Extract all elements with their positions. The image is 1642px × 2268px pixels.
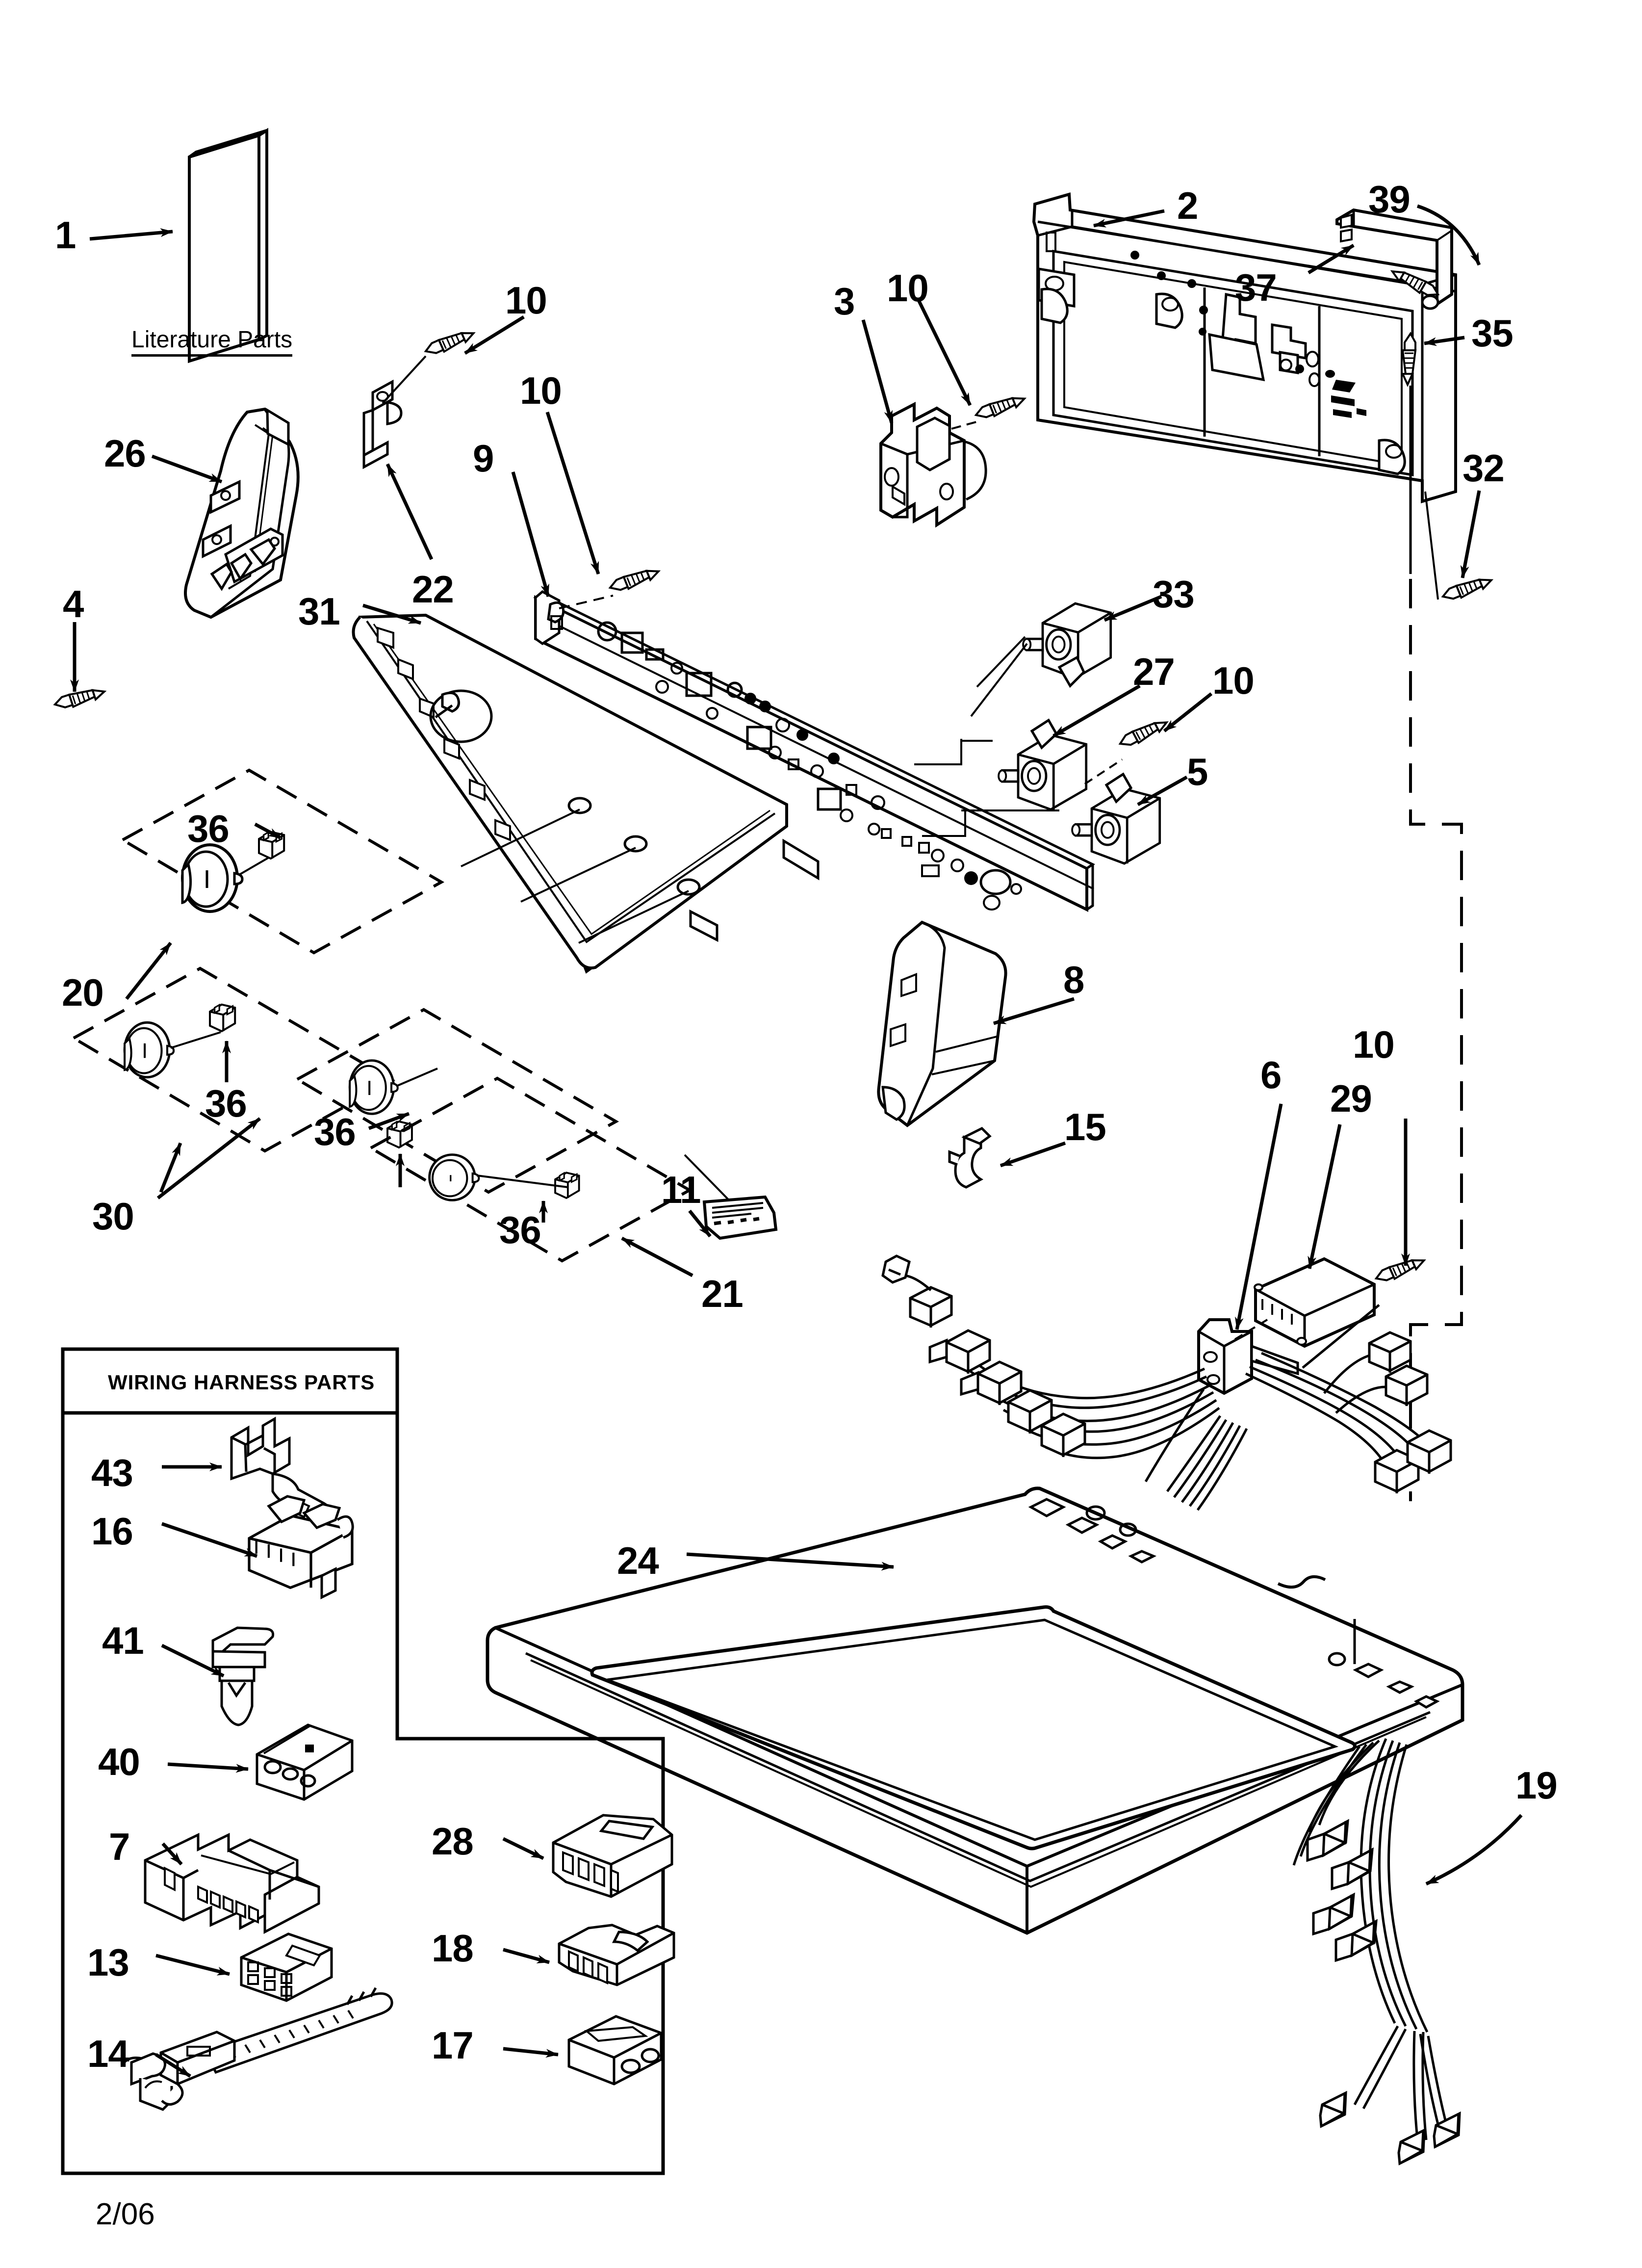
part-console-mounting-bracket xyxy=(533,590,1096,912)
part-screw-39 xyxy=(1388,263,1441,302)
part-wire-retainer-clip xyxy=(948,1126,992,1189)
callout-number-39: 39 xyxy=(1368,178,1411,221)
part-timer-switch xyxy=(879,402,987,528)
part-screw-32 xyxy=(1440,572,1494,605)
part-knob-21a xyxy=(350,1061,398,1114)
part-knob-clip-36a xyxy=(259,832,284,859)
part-rotary-switch-lower xyxy=(1072,772,1160,863)
part-screw-10a xyxy=(422,325,477,360)
part-console-end-cap-right xyxy=(877,920,1007,1127)
part-cable-tie-strap xyxy=(121,1987,393,2111)
callout-number-18: 18 xyxy=(432,1927,474,1970)
callout-number-37: 37 xyxy=(1235,266,1277,309)
part-two-pin-connector xyxy=(567,2015,663,2086)
callout-number-26: 26 xyxy=(104,432,146,475)
callout-number-36: 36 xyxy=(314,1110,356,1153)
callout-number-27: 27 xyxy=(1133,650,1175,693)
callout-number-20: 20 xyxy=(62,971,104,1014)
part-three-hole-connector xyxy=(256,1723,354,1801)
wiring-harness-box-title: WIRING HARNESS PARTS xyxy=(108,1371,375,1394)
date-stamp: 2/06 xyxy=(96,2197,155,2231)
callout-number-16: 16 xyxy=(91,1510,133,1553)
part-screw-10e xyxy=(1373,1252,1427,1287)
callout-number-36: 36 xyxy=(499,1208,541,1251)
callout-number-43: 43 xyxy=(91,1451,133,1494)
part-terminal-pin xyxy=(230,1416,334,1525)
part-knob-30 xyxy=(125,1022,174,1077)
callout-number-17: 17 xyxy=(432,2024,474,2067)
callout-number-10: 10 xyxy=(1212,659,1255,702)
callout-number-2: 2 xyxy=(1177,184,1198,227)
part-ground-clip-bracket xyxy=(362,379,403,469)
callout-number-41: 41 xyxy=(102,1619,144,1662)
part-console-end-cap-left xyxy=(184,407,300,619)
part-knob-clip-36d xyxy=(554,1172,580,1199)
part-screw-10d xyxy=(1118,715,1169,751)
part-rotary-switch-middle xyxy=(999,718,1086,809)
callout-number-19: 19 xyxy=(1515,1764,1558,1807)
callout-number-11: 11 xyxy=(661,1168,701,1211)
callout-number-36: 36 xyxy=(205,1082,247,1125)
callout-number-36: 36 xyxy=(187,807,230,850)
callout-number-29: 29 xyxy=(1330,1077,1372,1120)
part-six-pin-connector xyxy=(240,1932,333,2002)
part-main-wire-harness xyxy=(881,1254,1452,1511)
part-knob-21b xyxy=(430,1155,479,1200)
part-screw-10b xyxy=(607,563,662,596)
callout-number-31: 31 xyxy=(298,590,340,633)
part-knob-clip-36c xyxy=(386,1121,413,1148)
callout-number-8: 8 xyxy=(1063,958,1084,1001)
callout-number-13: 13 xyxy=(87,1941,129,1984)
callout-number-4: 4 xyxy=(63,582,84,626)
part-harness-bracket xyxy=(1197,1318,1299,1395)
part-rotary-switch-upper xyxy=(1023,603,1111,688)
callout-number-1: 1 xyxy=(55,213,76,257)
callout-number-10: 10 xyxy=(1353,1023,1395,1066)
literature-parts-label: Literature Parts xyxy=(131,326,293,357)
part-harness-retainer-clip xyxy=(211,1626,275,1726)
callout-number-6: 6 xyxy=(1260,1053,1282,1096)
part-four-pin-connector xyxy=(552,1814,673,1898)
callout-number-30: 30 xyxy=(92,1195,134,1238)
callout-number-10: 10 xyxy=(505,279,547,322)
callout-number-33: 33 xyxy=(1153,573,1195,616)
callout-number-15: 15 xyxy=(1064,1105,1106,1148)
callout-number-24: 24 xyxy=(617,1539,659,1582)
part-screw-35 xyxy=(1402,333,1416,386)
callout-number-9: 9 xyxy=(473,437,494,480)
callout-number-32: 32 xyxy=(1462,446,1505,490)
part-brand-nameplate-badge xyxy=(702,1195,778,1240)
part-knob-clip-36b xyxy=(210,1005,235,1031)
callout-number-22: 22 xyxy=(412,568,454,611)
callout-number-21: 21 xyxy=(701,1272,744,1315)
callout-number-5: 5 xyxy=(1187,750,1208,793)
callout-number-35: 35 xyxy=(1471,312,1514,355)
callout-number-10: 10 xyxy=(887,266,929,310)
part-lower-wire-harness xyxy=(1292,1738,1461,2165)
part-access-cover-plate xyxy=(1335,208,1453,310)
part-control-module-board xyxy=(1254,1257,1376,1348)
part-screw-4 xyxy=(52,683,107,713)
part-four-way-connector-block xyxy=(249,1495,354,1600)
part-knob-20 xyxy=(182,845,242,912)
part-console-front-cover xyxy=(352,613,820,974)
callout-number-7: 7 xyxy=(109,1825,130,1868)
callout-number-40: 40 xyxy=(98,1740,140,1783)
part-multi-pin-connector xyxy=(144,1833,320,1934)
part-rear-console-panel xyxy=(1032,192,1457,504)
wiring-harness-box-frame xyxy=(61,1347,665,2175)
callout-number-14: 14 xyxy=(87,2032,129,2075)
callout-number-10: 10 xyxy=(520,369,562,412)
part-screw-10c xyxy=(973,390,1027,423)
callout-number-28: 28 xyxy=(432,1820,474,1863)
callout-number-3: 3 xyxy=(834,280,855,323)
part-three-pin-connector xyxy=(558,1924,675,1986)
